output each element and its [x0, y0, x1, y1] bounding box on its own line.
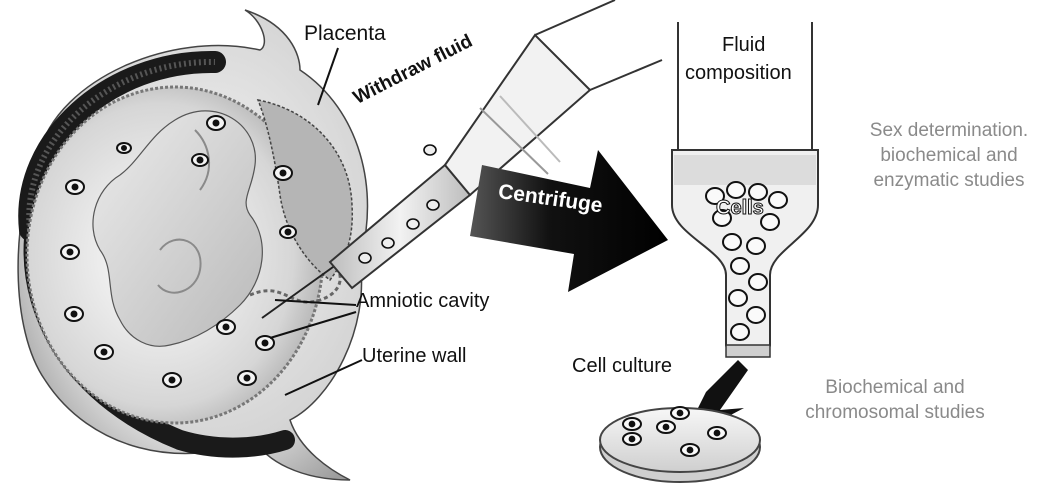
- culture-studies-line: chromosomal studies: [760, 400, 1030, 425]
- uterine-wall-label: Uterine wall: [362, 345, 466, 368]
- petri-dish: [600, 407, 760, 482]
- fluid-studies-note: Sex determination. biochemical and enzym…: [835, 118, 1063, 193]
- amniotic-cavity-label: Amniotic cavity: [356, 290, 489, 313]
- centrifuge-arrow: [470, 150, 668, 292]
- fluid-composition-label-line1: Fluid: [722, 34, 765, 57]
- fluid-studies-line: enzymatic studies: [835, 168, 1063, 193]
- fluid-studies-line: biochemical and: [835, 143, 1063, 168]
- fluid-composition-label-line2: composition: [685, 62, 792, 85]
- fluid-studies-line: Sex determination.: [835, 118, 1063, 143]
- cell-culture-label: Cell culture: [572, 355, 672, 378]
- culture-studies-line: Biochemical and: [760, 375, 1030, 400]
- placenta-label: Placenta: [304, 22, 386, 46]
- culture-studies-note: Biochemical and chromosomal studies: [760, 375, 1030, 425]
- cells-label: Cells: [716, 197, 764, 220]
